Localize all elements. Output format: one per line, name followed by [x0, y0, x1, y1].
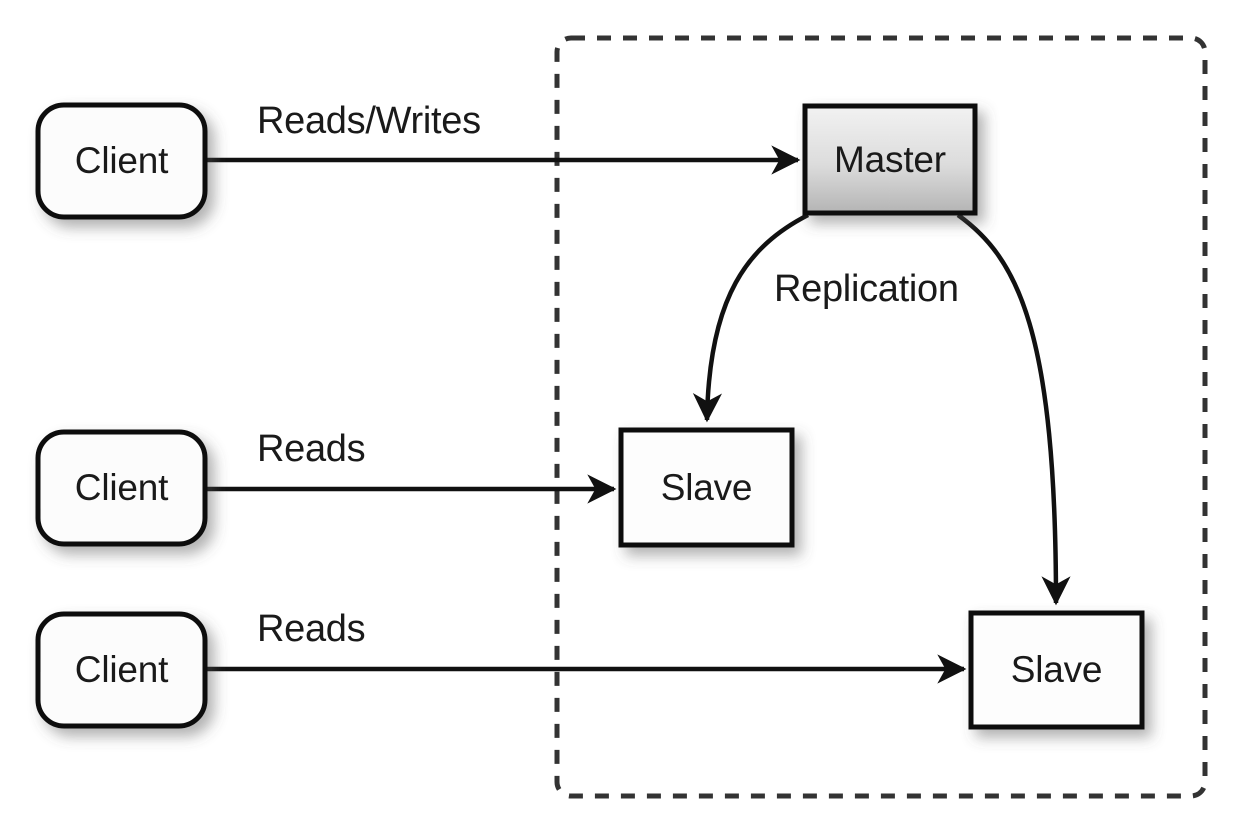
node-client-2[interactable]	[35, 429, 208, 547]
edge-label-reads-slave1: Reads	[257, 428, 366, 470]
edge-label-reads-writes: Reads/Writes	[257, 100, 481, 142]
edge-label-reads-slave2: Reads	[257, 608, 366, 650]
node-master[interactable]	[802, 103, 978, 216]
node-client-1[interactable]	[35, 102, 208, 220]
node-client-3[interactable]	[35, 611, 208, 729]
node-slave-2[interactable]	[968, 610, 1145, 730]
edge-master-to-slave1	[692, 213, 810, 423]
node-slave-1[interactable]	[618, 427, 795, 548]
edge-label-replication: Replication	[774, 268, 959, 310]
edge-master-to-slave2	[956, 213, 1071, 606]
replication-cluster-boundary	[554, 35, 1208, 799]
